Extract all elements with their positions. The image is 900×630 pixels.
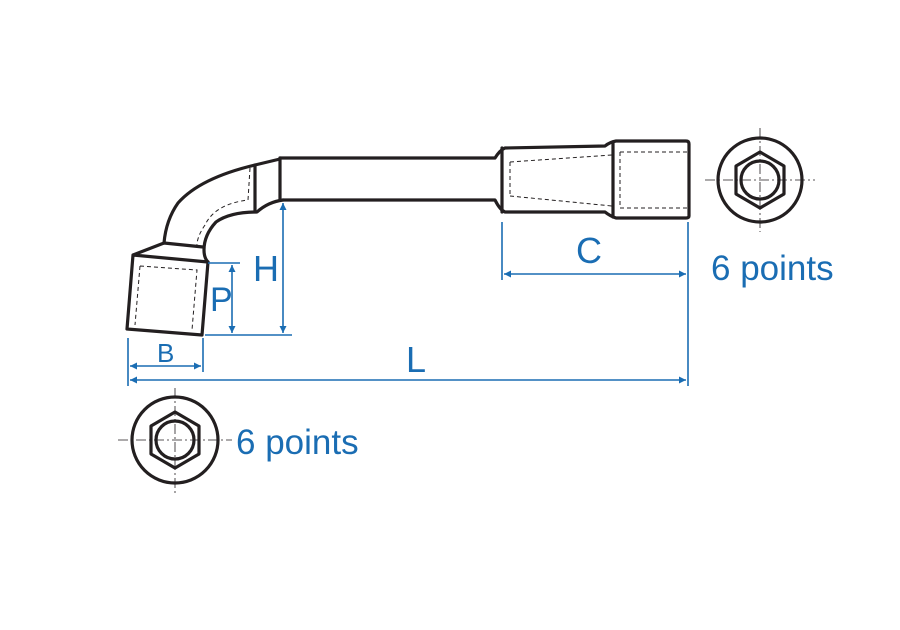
dimension-label-b: B: [157, 338, 174, 368]
end-view-right: [705, 128, 815, 232]
end-view-left: [118, 388, 232, 495]
end-view-right-label: 6 points: [711, 249, 834, 288]
dimension-label-c: C: [576, 230, 602, 271]
wrench-outline: [125, 139, 691, 337]
dimension-lines: [127, 203, 689, 386]
dimension-label-h: H: [253, 248, 279, 289]
end-view-left-label: 6 points: [236, 423, 359, 462]
dimension-label-l: L: [406, 339, 426, 380]
dimension-label-p: P: [210, 281, 233, 319]
